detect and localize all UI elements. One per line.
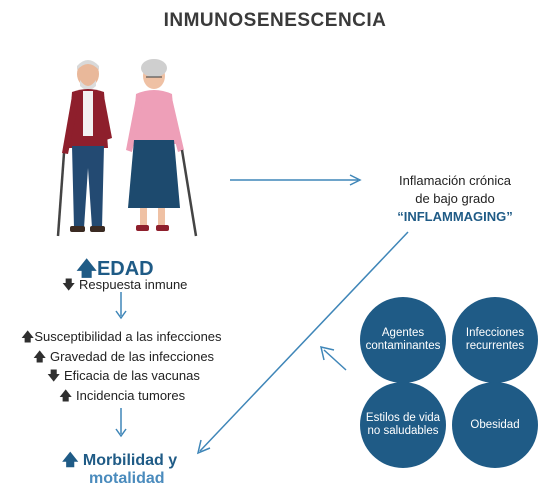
down-arrow-icon: 🡇 <box>62 277 76 292</box>
arrow-to-outcome <box>199 231 409 452</box>
arrowhead-down-left <box>196 439 211 455</box>
arrowhead-right <box>349 174 362 186</box>
effect-item-severity: 🡅 Gravedad de las infecciones <box>33 349 215 364</box>
factor-circle-recurrent-infections: Infecciones recurrentes <box>452 297 538 383</box>
up-arrow-icon: 🡅 <box>33 349 47 364</box>
inflammaging-label: Inflamación crónica de bajo grado “INFLA… <box>397 173 513 224</box>
immune-response-text: Respuesta inmune <box>79 277 188 292</box>
factor-circle-unhealthy-lifestyle: Estilos de vida no saludables <box>360 382 446 468</box>
up-arrow-icon: 🡅 <box>76 258 97 280</box>
age-text: EDAD <box>96 258 154 280</box>
factor-circle-obesity: Obesidad <box>452 382 538 468</box>
outcome-label: 🡅 Morbilidad y motalidad <box>62 452 178 487</box>
age-label: 🡅EDAD <box>55 254 175 288</box>
elderly-couple-illustration <box>56 59 198 237</box>
arrowhead-up-left <box>319 345 335 361</box>
arrow-from-factors <box>323 349 347 371</box>
flow-arrow-down-2 <box>115 408 127 438</box>
down-arrow-icon: 🡇 <box>47 368 61 383</box>
effect-item-vaccine-efficacy: 🡇 Eficacia de las vacunas <box>47 368 200 383</box>
flow-arrow-down-1 <box>115 292 127 320</box>
up-arrow-icon: 🡅 <box>62 452 79 469</box>
immune-response: 🡇 Respuesta inmune <box>62 276 187 298</box>
cane-icon <box>56 152 66 237</box>
effect-item-tumor-incidence: 🡅 Incidencia tumores <box>59 388 186 403</box>
up-arrow-icon: 🡅 <box>59 388 73 403</box>
diagram-title: INMUNOSENESCENCIA <box>163 10 387 31</box>
up-arrow-icon: 🡅 <box>21 329 35 344</box>
factor-circle-pollutants: Agentes contaminantes <box>360 297 446 383</box>
effect-item-susceptibility: 🡅Susceptibilidad a las infecciones <box>21 329 222 344</box>
